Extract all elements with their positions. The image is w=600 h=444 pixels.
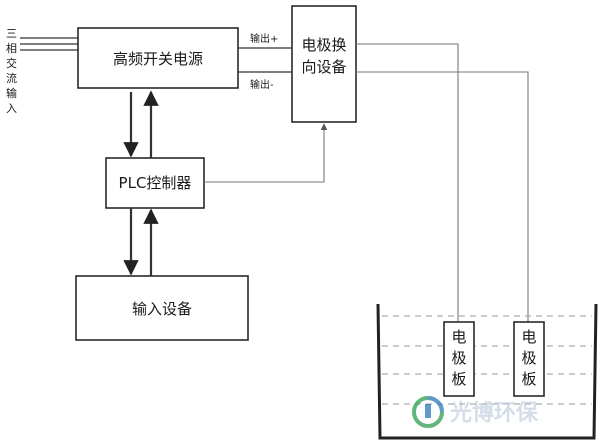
- electrode-right-char-2: 极: [521, 349, 536, 367]
- arrow-plc-to-reverser: [204, 123, 328, 183]
- input-device-label: 输入设备: [132, 300, 192, 318]
- three-phase-lines: [20, 37, 78, 51]
- watermark: 光博环保: [412, 396, 539, 428]
- power-supply-box: [77, 27, 239, 89]
- plc-label: PLC控制器: [119, 174, 192, 192]
- power-supply-label: 高频开关电源: [113, 50, 203, 68]
- wire-to-left-electrode: [356, 43, 459, 322]
- electrode-plate-right: [513, 321, 545, 397]
- three-phase-input-label: 三 相 交 流 输 入: [6, 27, 17, 115]
- wire-to-right-electrode: [356, 71, 529, 322]
- input-char-6: 入: [6, 102, 17, 115]
- reverser-label-line2: 向设备: [301, 58, 346, 76]
- input-char-5: 输: [6, 86, 17, 100]
- electrode-plate-left: [443, 321, 475, 397]
- plc-box: [105, 157, 205, 209]
- watermark-logo-icon: [412, 396, 444, 428]
- electrode-right-char-1: 电: [521, 328, 536, 346]
- input-char-3: 交: [6, 56, 17, 70]
- reverser-box: [291, 5, 357, 123]
- electrode-left-char-1: 电: [451, 328, 466, 346]
- electrode-right-char-3: 板: [521, 370, 536, 388]
- reverser-label-line1: 电极换: [301, 36, 346, 54]
- output-plus-label: 输出+: [250, 32, 278, 45]
- input-char-2: 相: [6, 42, 17, 55]
- water-tank: [376, 303, 598, 440]
- electrode-left-char-2: 极: [451, 349, 466, 367]
- input-char-1: 三: [6, 27, 17, 40]
- output-minus-label: 输出-: [250, 78, 274, 91]
- input-device-box: [75, 275, 249, 341]
- input-char-4: 流: [6, 71, 17, 85]
- electrode-left-char-3: 板: [451, 370, 466, 388]
- watermark-text: 光博环保: [449, 400, 539, 426]
